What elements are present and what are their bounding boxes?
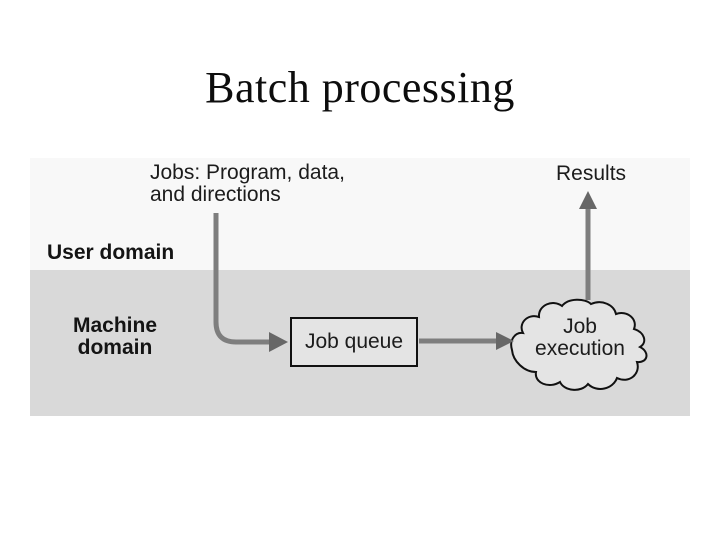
- jobs-label: Jobs: Program, data, and directions: [150, 162, 345, 206]
- job-execution-blob: [510, 298, 648, 391]
- job-execution-node: Job execution: [509, 298, 651, 394]
- machine-domain-label-line1: Machine: [72, 314, 158, 337]
- job-execution-label-line2: execution: [535, 337, 625, 360]
- jobs-label-line2: and directions: [150, 183, 281, 206]
- job-queue-box: Job queue: [290, 317, 418, 367]
- user-domain-area: [30, 158, 690, 270]
- machine-domain-label-line2: domain: [77, 336, 153, 359]
- job-queue-label: Job queue: [304, 330, 404, 353]
- batch-processing-diagram: Jobs: Program, data, and directions Resu…: [30, 158, 690, 416]
- user-domain-label: User domain: [47, 241, 175, 264]
- job-execution-label-line1: Job: [563, 315, 597, 338]
- job-execution-label: Job execution: [509, 316, 651, 360]
- slide-title: Batch processing: [205, 63, 515, 112]
- results-label: Results: [556, 162, 627, 185]
- machine-domain-label: Machine domain: [50, 315, 180, 359]
- jobs-label-line1: Jobs: Program, data,: [150, 161, 345, 184]
- job-execution-blob-canvas: [510, 298, 648, 391]
